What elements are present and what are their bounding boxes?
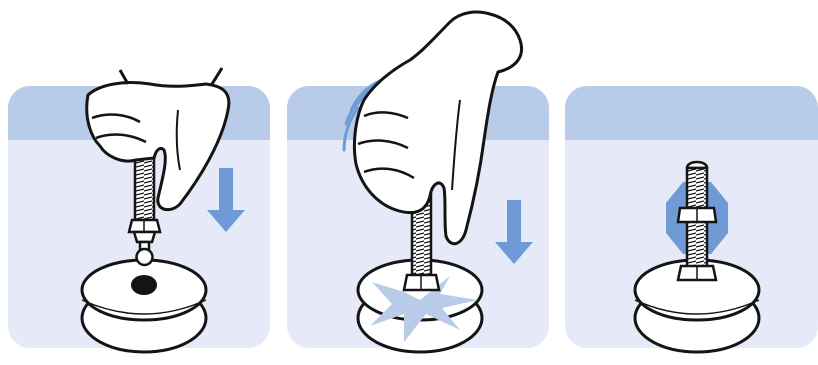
panel-header-band [565, 86, 818, 140]
leveling-foot-base-icon [82, 260, 206, 352]
panel-step-2 [287, 12, 549, 352]
panel-step-1 [8, 68, 270, 352]
panel-step-3 [565, 86, 818, 352]
